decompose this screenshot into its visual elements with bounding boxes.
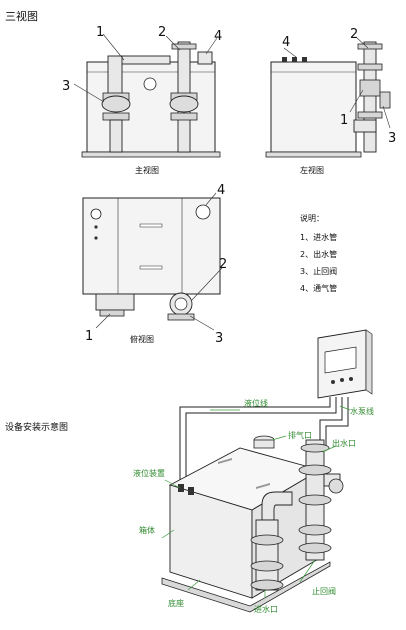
legend-item-outlet: 2、出水管 [300,249,337,259]
left-label-1: 1 [340,113,348,128]
front-base [81,151,221,158]
install-base [161,561,331,613]
install-label-level-line: 液位线 [244,398,268,408]
left-tank-body [270,61,357,153]
front-check-valve-left [101,95,131,113]
legend: 说明： 1、进水管 2、出水管 3、止回阀 4、通气管 [300,213,337,293]
install-check-valve-handwheel [328,478,344,494]
top-label-3: 3 [215,331,223,346]
top-inlet-pipe [95,293,135,311]
control-box-screen [324,346,357,374]
front-inlet-pipe [107,55,123,97]
install-label-tank: 箱体 [139,525,155,535]
front-label-2: 2 [158,25,166,40]
install-label-pump-line: 水泵线 [350,406,374,416]
front-vent-pipe [197,51,213,65]
control-knob-3 [349,377,353,381]
install-label-base: 底座 [168,598,184,608]
left-vent-marker-1 [282,57,287,62]
left-check-valve [359,79,381,97]
legend-item-inlet: 1、进水管 [300,232,337,242]
top-label-4: 4 [217,183,225,198]
front-label-3: 3 [62,79,70,94]
front-caption: 主视图 [135,165,159,175]
top-label-2: 2 [219,257,227,272]
install-label-outlet: 出水口 [332,438,356,448]
top-gauge-icon [90,208,102,220]
install-label-vent: 排气口 [288,430,312,440]
left-label-3: 3 [388,131,396,146]
left-vent-marker-2 [292,57,297,62]
front-label-4: 4 [214,29,222,44]
legend-item-vent: 4、通气管 [300,283,337,293]
left-label-4: 4 [282,35,290,50]
install-inlet-pipe [255,519,279,591]
left-caption: 左视图 [300,165,324,175]
install-label-inlet: 进水口 [254,604,278,614]
left-view: 4 2 1 3 左视图 [265,27,396,175]
front-label-1: 1 [96,25,104,40]
top-label-1: 1 [85,329,93,344]
left-label-2: 2 [350,27,358,42]
legend-title: 说明： [300,213,324,223]
front-view: 1 2 4 3 主视图 [62,25,222,175]
control-knob-1 [331,380,335,384]
left-base [265,151,362,158]
install-label-level-device: 液位装置 [133,468,165,478]
top-caption: 俯视图 [130,334,154,344]
top-vent-circle [195,204,211,220]
control-knob-2 [340,378,344,382]
front-port [143,77,157,91]
top-view: 4 2 1 3 俯视图 [82,183,227,346]
diagram-title: 三视图 [5,9,38,23]
legend-item-check-valve: 3、止回阀 [300,266,337,276]
install-inlet-elbow [261,491,293,521]
left-vent-marker-3 [302,57,307,62]
install-title: 设备安装示意图 [5,421,68,433]
install-label-check-valve: 止回阀 [312,586,336,596]
front-check-valve-right [169,95,199,113]
left-outlet-pipe [363,41,377,153]
install-diagram: 液位线 水泵线 排气口 出水口 液位装置 箱体 底座 止回阀 进水口 [133,329,374,614]
